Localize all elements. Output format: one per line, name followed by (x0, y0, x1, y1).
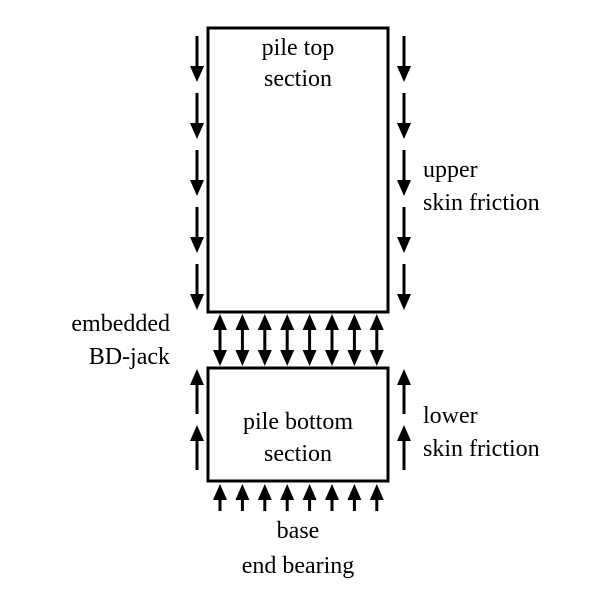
arrowhead-up (257, 314, 272, 330)
up-arrow-icon (190, 425, 204, 470)
pile-bottom-label-line2: section (264, 441, 332, 467)
arrowhead-down (397, 123, 411, 139)
pile-top-label-line1: pile top (262, 35, 335, 61)
up-arrow-icon (257, 484, 272, 511)
arrowhead-down (190, 123, 204, 139)
up-arrow-icon (369, 484, 384, 511)
down-arrow-icon (397, 93, 411, 139)
arrowhead-up (190, 425, 204, 441)
upper-skin-friction-arrows-left (190, 36, 204, 310)
arrowhead-up (302, 314, 317, 330)
base-end-bearing-arrows (213, 484, 384, 511)
arrowhead-up (397, 425, 411, 441)
lower-friction-label-line1: lower (423, 403, 478, 429)
arrowhead-up (235, 484, 250, 500)
arrowhead-down (397, 66, 411, 82)
arrowhead-up (257, 484, 272, 500)
lower-skin-friction-arrows-left (190, 369, 204, 470)
arrowhead-up (280, 484, 295, 500)
lower-skin-friction-arrows-right (397, 369, 411, 470)
down-arrow-icon (190, 93, 204, 139)
up-arrow-icon (347, 484, 362, 511)
upper-friction-label-line2: skin friction (423, 190, 540, 216)
arrowhead-down (397, 294, 411, 310)
arrowhead-down (369, 350, 384, 366)
down-arrow-icon (397, 207, 411, 253)
double-arrow-icon (257, 314, 272, 366)
up-arrow-icon (235, 484, 250, 511)
down-arrow-icon (190, 150, 204, 196)
arrowhead-up (369, 484, 384, 500)
double-arrow-icon (369, 314, 384, 366)
arrowhead-down (325, 350, 339, 366)
up-arrow-icon (190, 369, 204, 414)
arrowhead-down (190, 180, 204, 196)
pile-top-label-line2: section (264, 66, 332, 92)
down-arrow-icon (190, 264, 204, 310)
arrowhead-up (369, 314, 384, 330)
pile-top-section (206, 26, 390, 314)
down-arrow-icon (397, 36, 411, 82)
down-arrow-icon (397, 264, 411, 310)
arrowhead-up (325, 484, 339, 500)
double-arrow-icon (302, 314, 317, 366)
jack-label-line1: embedded (71, 311, 170, 337)
double-arrow-icon (347, 314, 362, 366)
up-arrow-icon (397, 369, 411, 414)
double-arrow-icon (235, 314, 250, 366)
arrowhead-up (347, 314, 362, 330)
arrowhead-up (280, 314, 295, 330)
base-label-line1: base (277, 518, 320, 544)
pile-bottom-section (206, 366, 390, 483)
upper-skin-friction-arrows-right (397, 36, 411, 310)
arrowhead-down (190, 237, 204, 253)
arrowhead-up (190, 369, 204, 385)
arrowhead-up (213, 484, 227, 500)
arrowhead-up (235, 314, 250, 330)
arrowhead-up (347, 484, 362, 500)
down-arrow-icon (190, 36, 204, 82)
arrowhead-up (397, 369, 411, 385)
double-arrow-icon (325, 314, 339, 366)
pile-bottom-label-line1: pile bottom (243, 409, 353, 435)
double-arrow-icon (280, 314, 295, 366)
arrowhead-down (347, 350, 362, 366)
arrowhead-down (235, 350, 250, 366)
arrowhead-down (190, 66, 204, 82)
arrowhead-down (397, 180, 411, 196)
down-arrow-icon (190, 207, 204, 253)
arrowhead-up (302, 484, 317, 500)
arrowhead-down (213, 350, 227, 366)
arrowhead-down (280, 350, 295, 366)
down-arrow-icon (397, 150, 411, 196)
up-arrow-icon (397, 425, 411, 470)
arrowhead-down (302, 350, 317, 366)
jack-label-line2: BD-jack (89, 344, 170, 370)
upper-friction-label-line1: upper (423, 157, 478, 183)
up-arrow-icon (213, 484, 227, 511)
lower-friction-label-line2: skin friction (423, 436, 540, 462)
arrowhead-down (397, 237, 411, 253)
up-arrow-icon (325, 484, 339, 511)
up-arrow-icon (302, 484, 317, 511)
base-label-line2: end bearing (242, 553, 355, 579)
arrowhead-up (325, 314, 339, 330)
double-arrow-icon (213, 314, 227, 366)
bd-jack-arrows (213, 314, 384, 366)
arrowhead-down (257, 350, 272, 366)
arrowhead-down (190, 294, 204, 310)
arrowhead-up (213, 314, 227, 330)
up-arrow-icon (280, 484, 295, 511)
